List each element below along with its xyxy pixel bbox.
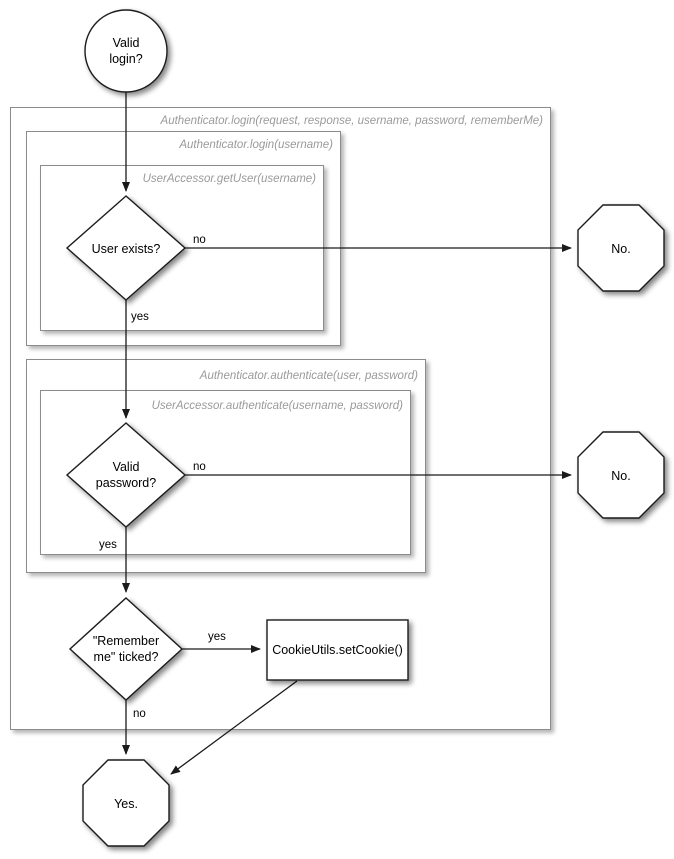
node-remember-me-label-line2: me" ticked? [94,650,159,664]
node-start-label-line1: Valid [113,36,140,50]
node-no-user-label: No. [611,242,630,256]
node-valid-password-label-line1: Valid [113,460,140,474]
node-remember-me-label-line1: "Remember [93,634,159,648]
node-yes[interactable]: Yes. [82,759,170,847]
node-user-exists-label: User exists? [92,242,161,256]
group-label-authenticate: Authenticator.authenticate(user, passwor… [199,370,418,382]
node-user-exists[interactable]: User exists? [65,195,187,301]
node-valid-password-label-line2: password? [96,476,156,490]
group-label-accessor-authenticate: UserAccessor.authenticate(username, pass… [152,400,404,412]
node-set-cookie[interactable]: CookieUtils.setCookie() [266,619,409,681]
edge-label-user-exists-no: no [193,234,206,246]
node-no-password[interactable]: No. [577,431,665,519]
edge-set-cookie-to-yes [170,680,298,775]
edge-label-valid-password-no: no [193,461,206,473]
node-no-user[interactable]: No. [577,204,665,292]
edge-label-user-exists-yes: yes [131,311,149,323]
node-no-password-label: No. [611,469,630,483]
group-label-get-user: UserAccessor.getUser(username) [143,173,317,185]
node-yes-label: Yes. [114,797,138,811]
node-valid-password[interactable]: Valid password? [65,422,187,528]
node-set-cookie-label: CookieUtils.setCookie() [272,643,403,657]
edge-label-valid-password-yes: yes [99,539,117,551]
node-remember-me[interactable]: "Remember me" ticked? [68,597,184,701]
edge-labels: no yes no yes yes no [99,234,226,720]
node-start[interactable]: Valid login? [84,9,168,93]
group-label-login-username: Authenticator.login(username) [178,139,333,151]
node-start-label-line2: login? [109,52,142,66]
connectors [122,92,572,775]
edge-label-remember-me-yes: yes [208,631,226,643]
group-label-outer: Authenticator.login(request, response, u… [160,115,544,127]
edge-label-remember-me-no: no [133,708,146,720]
